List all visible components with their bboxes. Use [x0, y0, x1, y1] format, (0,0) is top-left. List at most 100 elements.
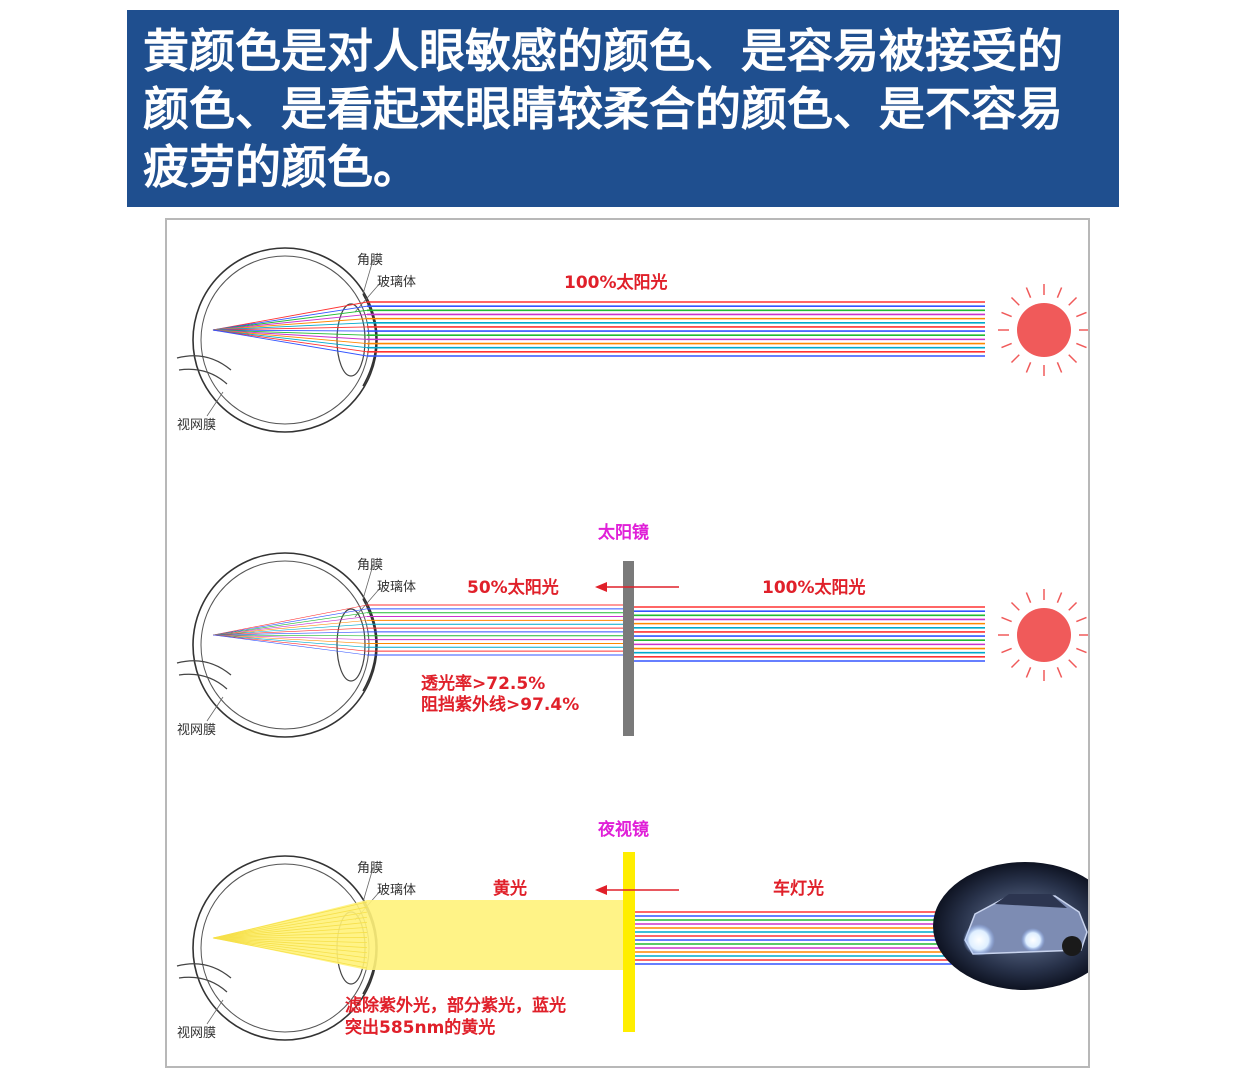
sun-ray	[1025, 362, 1032, 373]
before-filter-label: 车灯光	[773, 878, 824, 899]
focused-ray	[212, 318, 368, 331]
focused-ray	[212, 631, 368, 636]
title-banner: 黄颜色是对人眼敏感的颜色、是容易被接受的 颜色、是看起来眼睛较柔合的颜色、是不容…	[127, 10, 1119, 207]
sun-ray	[1025, 592, 1032, 603]
sun-ray	[1010, 659, 1020, 669]
sunglasses-lens	[623, 561, 634, 736]
sun-ray	[1056, 592, 1063, 603]
sun-ray	[1068, 601, 1078, 611]
sun-ray	[1056, 287, 1063, 298]
filter-label: 夜视镜	[597, 819, 649, 840]
focused-ray	[212, 623, 368, 636]
focused-ray	[212, 634, 368, 644]
banner-line-3: 疲劳的颜色。	[143, 140, 419, 194]
retina-pointer	[206, 391, 224, 417]
vitreous-label: 玻璃体	[377, 580, 416, 595]
light-rays-before-filter	[633, 606, 985, 662]
cornea-label: 角膜	[357, 558, 383, 573]
optic-nerve	[178, 368, 228, 385]
sun-ray	[1076, 342, 1087, 349]
car-headlight-icon	[933, 862, 1088, 990]
cornea-label: 角膜	[357, 861, 383, 876]
eyeball-inner	[200, 560, 370, 730]
direction-arrow	[595, 885, 679, 895]
sun-ray	[1076, 616, 1087, 623]
yellow-ray	[212, 937, 368, 959]
sun-ray	[1001, 342, 1012, 349]
retina-pointer	[206, 696, 224, 722]
focused-ray	[212, 329, 368, 349]
focused-ray	[212, 329, 368, 336]
sun-icon	[998, 589, 1088, 681]
yellow-ray	[212, 911, 368, 939]
yellow-ray	[212, 937, 368, 954]
optic-nerve	[178, 976, 228, 993]
sun-icon	[998, 284, 1088, 376]
optic-nerve	[178, 673, 228, 690]
eye-diagram	[176, 247, 382, 433]
focused-ray	[212, 326, 368, 331]
cornea-label: 角膜	[357, 253, 383, 268]
yellow-ray	[212, 937, 368, 949]
optic-nerve	[176, 660, 232, 676]
filter-label: 太阳镜	[598, 522, 649, 543]
yellow-ray	[212, 937, 368, 964]
diagram-figure: 角膜 玻璃体 视网膜 100%太阳光 太阳镜 角膜 玻璃体 视网膜 50%太阳光…	[165, 218, 1090, 1068]
focused-ray	[212, 634, 368, 640]
focused-ray	[212, 322, 368, 331]
yellow-light-beam	[212, 900, 625, 970]
sunlight-label: 100%太阳光	[564, 272, 668, 293]
before-filter-label: 100%太阳光	[762, 577, 866, 598]
vitreous-pointer	[354, 586, 382, 618]
sun-disc	[1017, 608, 1071, 662]
sun-ray	[1076, 647, 1087, 654]
sun-ray	[1068, 296, 1078, 306]
banner-line-1: 黄颜色是对人眼敏感的颜色、是容易被接受的	[143, 24, 1063, 78]
sun-ray	[1068, 354, 1078, 364]
sun-ray	[1010, 354, 1020, 364]
yellow-ray	[212, 926, 368, 939]
vitreous-label: 玻璃体	[377, 883, 416, 898]
cornea-pointer	[362, 564, 374, 600]
cornea-pointer	[362, 259, 374, 295]
yellow-ray	[212, 916, 368, 939]
panel-sunglasses: 太阳镜 角膜 玻璃体 视网膜 50%太阳光 100%太阳光 透光率>72.5% …	[176, 522, 1088, 738]
sun-ray	[1056, 362, 1063, 373]
light-rays-after-filter	[367, 604, 625, 656]
note-line-2: 阻挡紫外线>97.4%	[421, 694, 579, 715]
optic-nerve	[176, 355, 232, 371]
focused-ray	[212, 314, 368, 331]
focused-ray	[212, 612, 368, 636]
focused-ray	[212, 634, 368, 648]
retina-label: 视网膜	[177, 723, 216, 738]
light-path-diagram: 角膜 玻璃体 视网膜 100%太阳光 太阳镜 角膜 玻璃体 视网膜 50%太阳光…	[176, 247, 1088, 1041]
note-line-1: 透光率>72.5%	[421, 673, 545, 694]
yellow-ray	[212, 937, 368, 944]
cornea-pointer	[362, 867, 374, 903]
sun-ray	[1056, 667, 1063, 678]
vitreous-label: 玻璃体	[377, 275, 416, 290]
focused-ray	[212, 305, 368, 331]
sun-disc	[1017, 303, 1071, 357]
after-filter-label: 黄光	[493, 878, 527, 899]
focused-ray	[212, 329, 368, 344]
sun-ray	[1001, 647, 1012, 654]
sun-ray	[1001, 616, 1012, 623]
yellow-beam-fill	[213, 900, 625, 970]
sun-ray	[1010, 296, 1020, 306]
arrow-head	[595, 885, 607, 895]
retina-label: 视网膜	[177, 418, 216, 433]
direction-arrow	[595, 582, 679, 592]
focused-ray	[212, 329, 368, 353]
yellow-ray	[212, 901, 368, 939]
sun-ray	[1025, 667, 1032, 678]
yellow-ray	[212, 921, 368, 939]
yellow-ray	[212, 906, 368, 939]
sun-ray	[1068, 659, 1078, 669]
focused-ray	[212, 634, 368, 656]
focused-ray	[212, 608, 368, 636]
focused-ray	[212, 329, 368, 357]
sun-ray	[1001, 311, 1012, 318]
lens-shape	[336, 303, 366, 377]
optic-nerve	[176, 963, 232, 979]
